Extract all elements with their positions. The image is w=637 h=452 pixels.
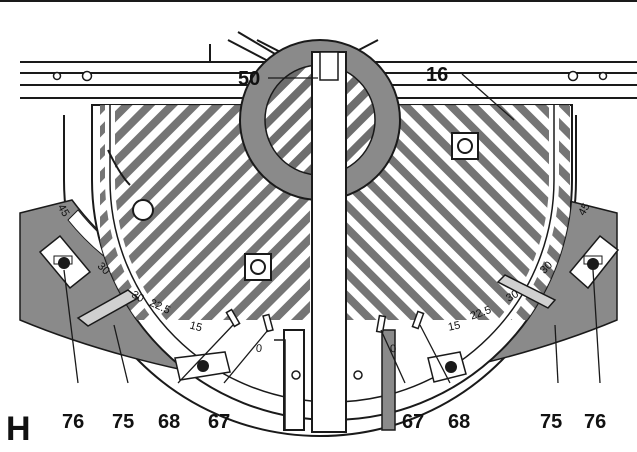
left-slot bbox=[107, 149, 131, 186]
callout-pointer-right-b: 67 bbox=[402, 411, 424, 433]
scale-label-left-0: 0 bbox=[255, 343, 262, 355]
callout-pointer-left-b: 67 bbox=[208, 411, 230, 433]
scale-labels-right: 45 30 30 22.5 15 0 bbox=[390, 201, 593, 355]
figure-letter: H bbox=[6, 410, 31, 448]
left-lug bbox=[132, 199, 154, 221]
callout-scale-left: 75 bbox=[112, 411, 134, 433]
knob-right bbox=[451, 132, 479, 160]
lower-block-left bbox=[274, 339, 286, 430]
scale-label-left-45: 45 bbox=[55, 202, 72, 219]
callout-pointer-right-a: 68 bbox=[448, 411, 470, 433]
lock-plate-left bbox=[174, 351, 231, 381]
scale-label-right-30b: 30 bbox=[504, 288, 521, 305]
clamp-plate-left bbox=[38, 234, 92, 290]
plate-slot-left bbox=[76, 289, 140, 327]
scale-label-right-15: 15 bbox=[447, 319, 461, 333]
leader-lines bbox=[63, 73, 601, 384]
knob-left bbox=[244, 253, 272, 281]
callout-fence: 50 bbox=[238, 68, 260, 90]
clamp-screw-right-icon bbox=[587, 258, 599, 270]
callout-table-insert: 16 bbox=[426, 64, 448, 86]
center-fence-bar bbox=[311, 51, 347, 433]
callout-clamp-screw-left: 76 bbox=[62, 411, 84, 433]
rail-holes bbox=[52, 70, 608, 82]
callout-scale-right: 75 bbox=[540, 411, 562, 433]
scale-label-right-45: 45 bbox=[576, 201, 593, 218]
scale-label-right-0: 0 bbox=[390, 343, 397, 355]
pointers-right bbox=[375, 310, 425, 334]
callout-pointer-left-a: 68 bbox=[158, 411, 180, 433]
scale-label-left-15: 15 bbox=[188, 320, 203, 335]
plate-slot-right bbox=[496, 274, 557, 309]
callout-clamp-screw-right: 76 bbox=[584, 411, 606, 433]
clamp-plate-right bbox=[568, 234, 620, 290]
pointers-left bbox=[225, 308, 274, 333]
lower-arm-left bbox=[283, 329, 305, 431]
clamp-screw-left-icon bbox=[58, 257, 70, 269]
scale-label-left-30b: 30 bbox=[129, 289, 146, 306]
